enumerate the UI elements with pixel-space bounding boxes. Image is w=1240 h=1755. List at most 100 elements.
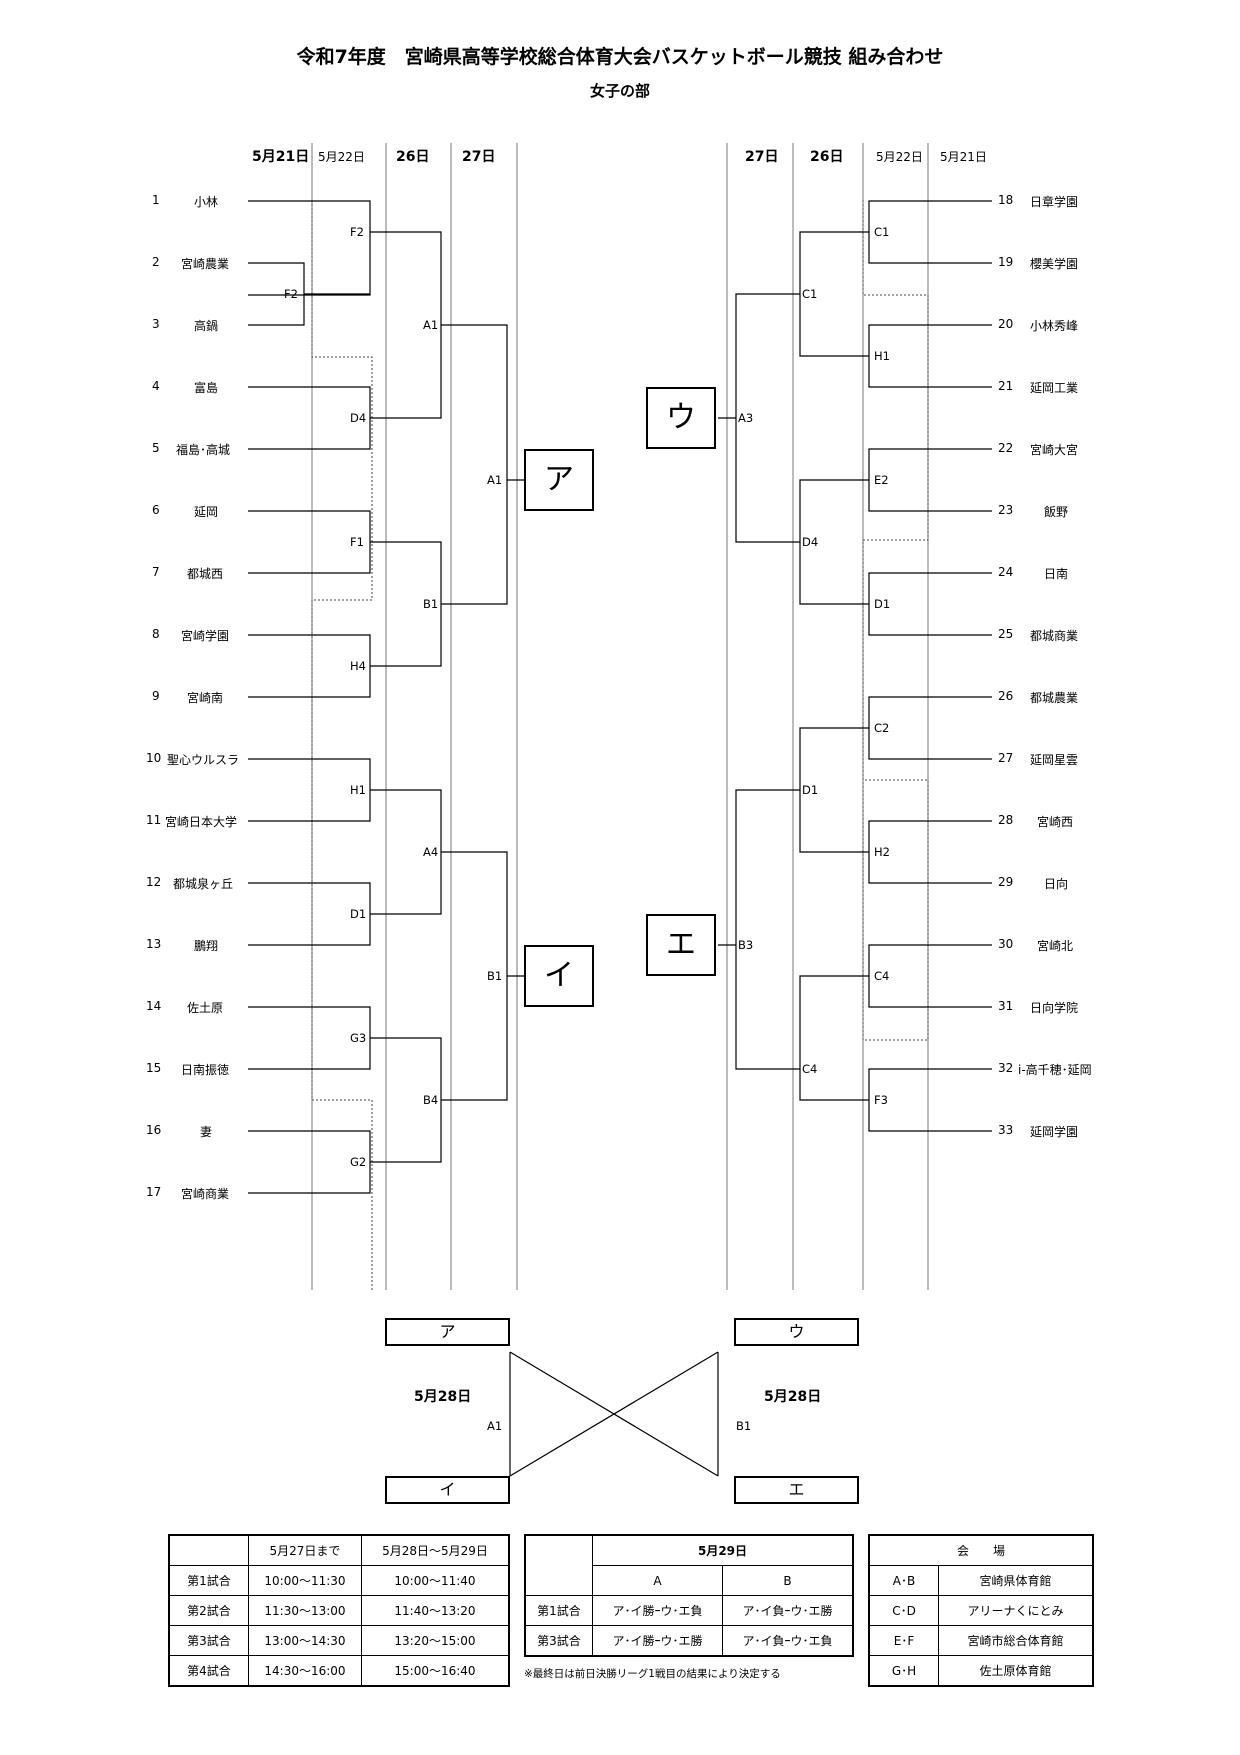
table-row: 会 場 [868,1534,1094,1566]
right-header-27: 27日 [745,149,779,165]
team-name: 宮崎日本大学 [165,815,238,829]
team-name: 福島･高城 [176,443,231,457]
team-number: 30 [998,937,1014,951]
table-cell: 佐土原体育館 [938,1655,1094,1687]
team-number: 8 [152,627,160,641]
table-cell [524,1534,593,1596]
team-name: 日向 [1044,877,1069,891]
table-row: 第4試合 14:30～16:00 15:00～16:40 [168,1655,510,1687]
team-name: 日南振徳 [181,1063,230,1077]
match-label: C1 [874,225,890,239]
table-cell: 宮崎県体育館 [938,1565,1094,1596]
team-number: 5 [152,441,160,455]
left-header-26: 26日 [396,149,430,165]
table-row: 第2試合 11:30～13:00 11:40～13:20 [168,1595,510,1626]
table-row: 5月27日まで 5月28日～5月29日 [168,1534,510,1566]
match-label: C4 [874,969,890,983]
final-date-right: 5月28日 [764,1389,822,1405]
table-row: 第1試合 10:00～11:30 10:00～11:40 [168,1565,510,1596]
match-label: B3 [738,938,754,952]
match-label: B4 [423,1093,439,1107]
block-e-box: エ [646,914,716,976]
table-row: E･F 宮崎市総合体育館 [868,1625,1094,1656]
table-row: A･B 宮崎県体育館 [868,1565,1094,1596]
table-cell: 11:40～13:20 [360,1595,510,1626]
team-number: 32 [998,1061,1014,1075]
team-number: 21 [998,379,1014,393]
table-cell [168,1534,249,1566]
block-a-box: ア [524,449,594,511]
schedule-table: 5月27日まで 5月28日～5月29日 第1試合 10:00～11:30 10:… [168,1534,510,1687]
match-label: C2 [874,721,890,735]
team-number: 26 [998,689,1014,703]
team-number: 25 [998,627,1014,641]
team-name: 飯野 [1044,505,1069,519]
match-label: B1 [423,597,439,611]
final-day-note: ※最終日は前日決勝リーグ1戦目の結果により決定する [524,1668,781,1680]
match-label: A3 [738,411,754,425]
table-cell: 5月28日～5月29日 [360,1534,510,1566]
team-name: 小林 [194,195,219,209]
block-i-box: イ [524,945,594,1007]
team-number: 22 [998,441,1014,455]
final-day-table: 5月29日 A B 第1試合 ア･イ勝ｰウ･エ負 ア･イ負ｰウ･エ勝 第3試合 … [524,1534,854,1657]
right-header-0522: 5月22日 [876,150,923,164]
table-cell: 宮崎市総合体育館 [938,1625,1094,1656]
team-name: 宮崎学園 [181,629,230,643]
final-i-box: イ [385,1476,510,1504]
table-row: 第3試合 ア･イ勝ｰウ･エ勝 ア･イ負ｰウ･エ負 [524,1625,854,1657]
team-name: 宮崎北 [1037,939,1074,953]
team-number: 27 [998,751,1014,765]
table-row: G･H 佐土原体育館 [868,1655,1094,1687]
match-label: A1 [423,318,439,332]
table-cell: ア･イ負ｰウ･エ負 [721,1625,854,1657]
team-name: 日章学園 [1030,195,1079,209]
table-cell: 13:00～14:30 [248,1625,362,1656]
match-label: F2 [350,225,364,239]
match-label: A4 [423,845,439,859]
table-cell: 15:00～16:40 [360,1655,510,1687]
team-number: 31 [998,999,1014,1013]
team-name: 富島 [194,381,219,395]
final-court-right: B1 [736,1419,752,1433]
team-number: 6 [152,503,160,517]
match-label: G2 [350,1155,367,1169]
table-cell: B [721,1565,854,1596]
team-name: 宮崎西 [1037,815,1074,829]
team-name: 佐土原 [187,1001,224,1015]
table-cell: C･D [868,1595,939,1626]
page-title: 令和7年度 宮崎県高等学校総合体育大会バスケットボール競技 組み合わせ [296,46,944,68]
team-number: 7 [152,565,160,579]
team-number: 11 [146,813,162,827]
page-subtitle: 女子の部 [589,82,650,100]
team-name: 宮崎南 [187,691,224,705]
team-name: 都城泉ヶ丘 [173,877,234,891]
match-label: H4 [350,659,366,673]
team-name: 小林秀峰 [1030,319,1079,333]
team-name: 都城商業 [1030,629,1079,643]
match-label: H1 [350,783,366,797]
team-name: 延岡星雲 [1030,753,1079,767]
table-cell: 第4試合 [168,1655,249,1687]
team-number: 18 [998,193,1014,207]
team-number: 20 [998,317,1014,331]
match-label: D4 [802,535,819,549]
match-label: H2 [874,845,890,859]
final-court-left: A1 [487,1419,503,1433]
match-label: D1 [802,783,819,797]
table-row: 第1試合 ア･イ勝ｰウ･エ負 ア･イ負ｰウ･エ勝 [524,1595,854,1626]
venue-table: 会 場 A･B 宮崎県体育館 C･D アリーナくにとみ E･F 宮崎市総合体育館… [868,1534,1094,1687]
team-name: 櫻美学園 [1030,257,1079,271]
right-header-26: 26日 [810,149,844,165]
table-cell: 11:30～13:00 [248,1595,362,1626]
block-u-box: ウ [646,387,716,449]
team-name: 高鍋 [194,319,219,333]
table-cell: 5月27日まで [248,1534,362,1566]
table-row: C･D アリーナくにとみ [868,1595,1094,1626]
final-a-box: ア [385,1318,510,1346]
team-number: 28 [998,813,1014,827]
team-number: 29 [998,875,1014,889]
match-label: F3 [874,1093,888,1107]
match-label: B1 [487,969,503,983]
